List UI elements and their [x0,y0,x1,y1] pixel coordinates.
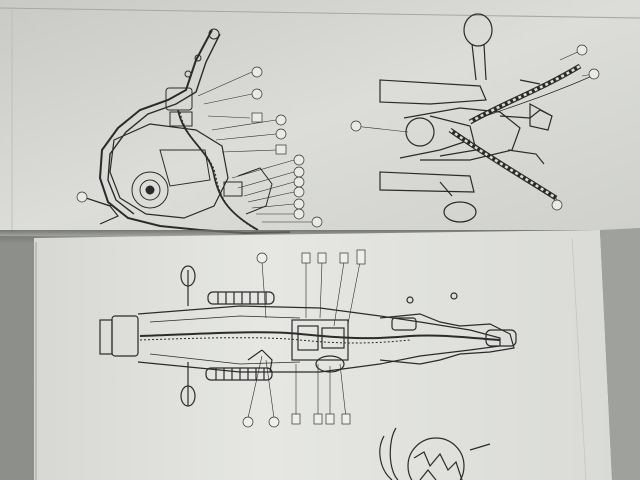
lower-callouts [242,249,366,428]
handlebar-top-view-cable-routing [353,13,595,223]
lower-page [34,228,640,480]
detail-inset-partial [379,427,491,480]
chassis-top-view-harness-routing [99,261,517,419]
frame-side-view-harness-routing [79,28,312,235]
upper-left-callouts [76,66,323,228]
upper-page [0,0,640,238]
upper-right-callouts [350,44,600,211]
